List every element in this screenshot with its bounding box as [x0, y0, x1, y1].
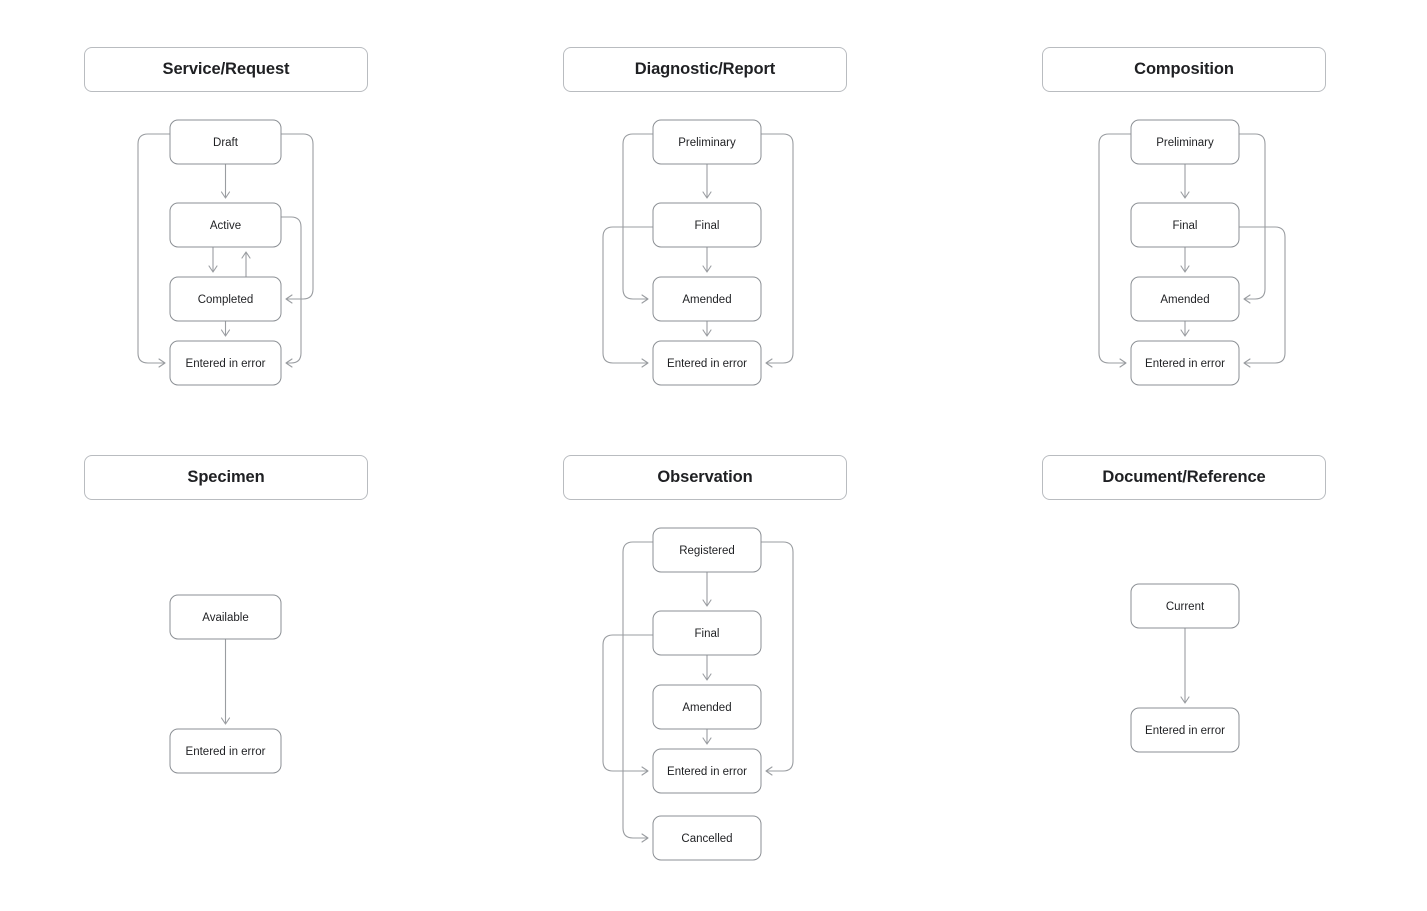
node-active[interactable]: Active [169, 202, 282, 248]
node-cancelled[interactable]: Cancelled [652, 815, 762, 861]
edge-active-to-completed [208, 247, 218, 273]
edge-draft-to-active [220, 164, 231, 199]
edge-draft-to-error [137, 133, 170, 368]
edge-current-to-error [1180, 628, 1190, 704]
panel-title-service-request: Service/Request [84, 47, 368, 92]
node-draft[interactable]: Draft [169, 119, 282, 165]
edge-preliminary-to-error [761, 133, 794, 368]
node-available[interactable]: Available [169, 594, 282, 640]
node-entered-in-error[interactable]: Entered in error [169, 340, 282, 386]
node-label-completed: Completed [198, 294, 254, 306]
node-amended[interactable]: Amended [652, 276, 762, 322]
node-label-preliminary: Preliminary [678, 137, 736, 149]
edge-preliminary-to-error [1098, 133, 1131, 368]
edge-preliminary-to-final [702, 164, 712, 199]
edge-preliminary-to-amended [1239, 133, 1266, 304]
node-entered-in-error[interactable]: Entered in error [1130, 707, 1240, 753]
node-label-entered-in-error: Entered in error [1145, 358, 1225, 370]
edge-final-to-error [1239, 226, 1286, 368]
edge-final-to-amended [1180, 247, 1190, 273]
edge-preliminary-to-final [1180, 164, 1190, 199]
edge-active-to-error [281, 216, 302, 368]
state-graph-diagnostic-report: Preliminary Final Amended Entered in err… [602, 119, 794, 386]
node-label-entered-in-error: Entered in error [1145, 725, 1225, 737]
node-label-entered-in-error: Entered in error [186, 746, 266, 758]
node-final[interactable]: Final [1130, 202, 1240, 248]
node-final[interactable]: Final [652, 610, 762, 656]
node-entered-in-error[interactable]: Entered in error [169, 728, 282, 774]
node-label-current: Current [1166, 601, 1205, 613]
node-final[interactable]: Final [652, 202, 762, 248]
node-preliminary[interactable]: Preliminary [1130, 119, 1240, 165]
edge-registered-to-final [702, 572, 712, 607]
edge-amended-to-error [702, 729, 712, 745]
state-graph-specimen: Available Entered in error [169, 594, 282, 774]
node-amended[interactable]: Amended [652, 684, 762, 730]
node-label-available: Available [202, 612, 248, 624]
state-graph-composition: Preliminary Final Amended Entered in err… [1098, 119, 1286, 386]
edge-registered-to-error [761, 541, 794, 776]
panel-title-document-reference: Document/Reference [1042, 455, 1326, 500]
edge-final-to-error [602, 226, 653, 368]
edge-amended-to-error [702, 321, 712, 337]
edge-completed-to-error [220, 321, 231, 337]
node-preliminary[interactable]: Preliminary [652, 119, 762, 165]
node-label-draft: Draft [213, 137, 239, 149]
edge-final-to-error [602, 634, 653, 776]
edge-final-to-amended [702, 247, 712, 273]
node-label-final: Final [695, 220, 720, 232]
node-label-entered-in-error: Entered in error [667, 358, 747, 370]
panel-title-composition: Composition [1042, 47, 1326, 92]
node-registered[interactable]: Registered [652, 527, 762, 573]
node-label-amended: Amended [682, 702, 731, 714]
node-amended[interactable]: Amended [1130, 276, 1240, 322]
state-graph-service-request: Draft Active Completed Entered in error [137, 119, 314, 386]
node-label-amended: Amended [682, 294, 731, 306]
node-label-entered-in-error: Entered in error [186, 358, 266, 370]
node-label-final: Final [1173, 220, 1198, 232]
node-entered-in-error[interactable]: Entered in error [652, 748, 762, 794]
node-label-entered-in-error: Entered in error [667, 766, 747, 778]
panel-title-specimen: Specimen [84, 455, 368, 500]
panel-title-diagnostic-report: Diagnostic/Report [563, 47, 847, 92]
node-label-registered: Registered [679, 545, 735, 557]
edge-completed-to-active [241, 251, 251, 277]
node-entered-in-error[interactable]: Entered in error [652, 340, 762, 386]
edge-registered-to-cancelled [622, 541, 653, 843]
node-completed[interactable]: Completed [169, 276, 282, 322]
edge-draft-to-completed [281, 133, 314, 304]
state-graph-document-reference: Current Entered in error [1130, 583, 1240, 753]
node-label-active: Active [210, 220, 241, 232]
node-label-final: Final [695, 628, 720, 640]
node-current[interactable]: Current [1130, 583, 1240, 629]
panel-title-observation: Observation [563, 455, 847, 500]
edge-final-to-amended [702, 655, 712, 681]
state-graph-observation: Registered Final Amended Entered in erro… [602, 527, 794, 861]
edge-available-to-error [220, 639, 231, 725]
node-label-cancelled: Cancelled [681, 833, 732, 845]
node-entered-in-error[interactable]: Entered in error [1130, 340, 1240, 386]
edge-amended-to-error [1180, 321, 1190, 337]
node-label-preliminary: Preliminary [1156, 137, 1214, 149]
edge-preliminary-to-amended [622, 133, 653, 304]
node-label-amended: Amended [1160, 294, 1209, 306]
